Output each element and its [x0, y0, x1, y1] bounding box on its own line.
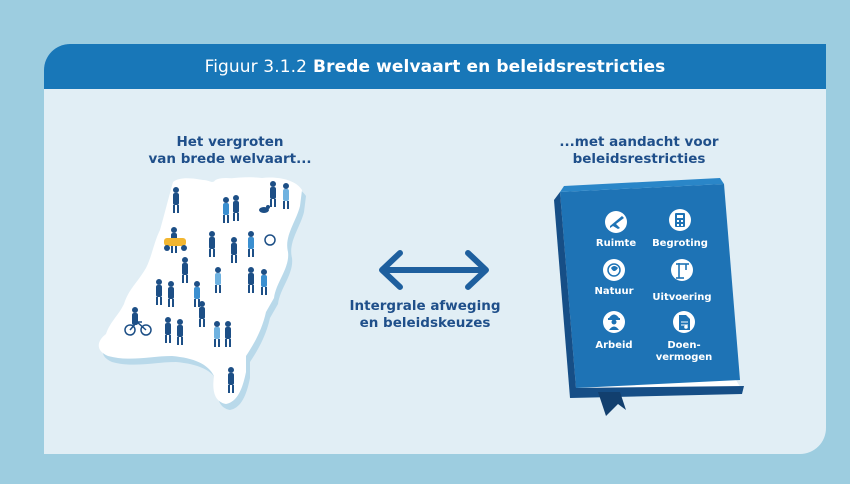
right-caption-line-2: beleidsrestricties	[572, 151, 706, 167]
item-label-uitvoering: Uitvoering	[652, 292, 711, 303]
left-caption: Het vergroten van brede welvaart...	[140, 134, 320, 168]
worker-icon	[608, 314, 620, 330]
item-arbeid: Arbeid	[595, 311, 633, 351]
document-icon	[679, 315, 690, 330]
figure-title: Brede welvaart en beleidsrestricties	[313, 56, 666, 77]
figure-header: Figuur 3.1.2 Brede welvaart en beleidsre…	[44, 44, 826, 89]
item-natuur: Natuur	[594, 259, 634, 297]
globe-leaf-icon	[607, 263, 621, 277]
left-caption-line-1: Het vergroten	[176, 134, 284, 150]
item-label-begroting: Begroting	[652, 238, 708, 249]
item-ruimte: Ruimte	[596, 211, 636, 249]
middle-caption-line-2: en beleidskeuzes	[359, 315, 491, 331]
item-label-ruimte: Ruimte	[596, 238, 636, 249]
item-doenvermogen: Doen- vermogen	[656, 311, 713, 363]
item-label-natuur: Natuur	[594, 286, 633, 297]
item-label-doenvermogen-1: Doen-	[667, 340, 700, 351]
plane-icon	[610, 216, 624, 229]
right-caption: ...met aandacht voor beleidsrestricties	[544, 134, 734, 168]
bookmark-ribbon	[598, 392, 626, 416]
item-label-arbeid: Arbeid	[595, 340, 632, 351]
calculator-icon	[675, 213, 685, 227]
crane-icon	[676, 263, 689, 279]
middle-caption-line-1: Intergrale afweging	[349, 298, 501, 314]
middle-caption: Intergrale afweging en beleidskeuzes	[340, 298, 510, 332]
book-cover	[560, 184, 740, 388]
item-uitvoering: Uitvoering	[652, 259, 712, 303]
item-label-doenvermogen-2: vermogen	[656, 352, 713, 363]
figure-number: Figuur 3.1.2	[204, 56, 308, 77]
right-caption-line-1: ...met aandacht voor	[559, 134, 719, 150]
left-caption-line-2: van brede welvaart...	[148, 151, 312, 167]
item-begroting: Begroting	[652, 209, 708, 249]
